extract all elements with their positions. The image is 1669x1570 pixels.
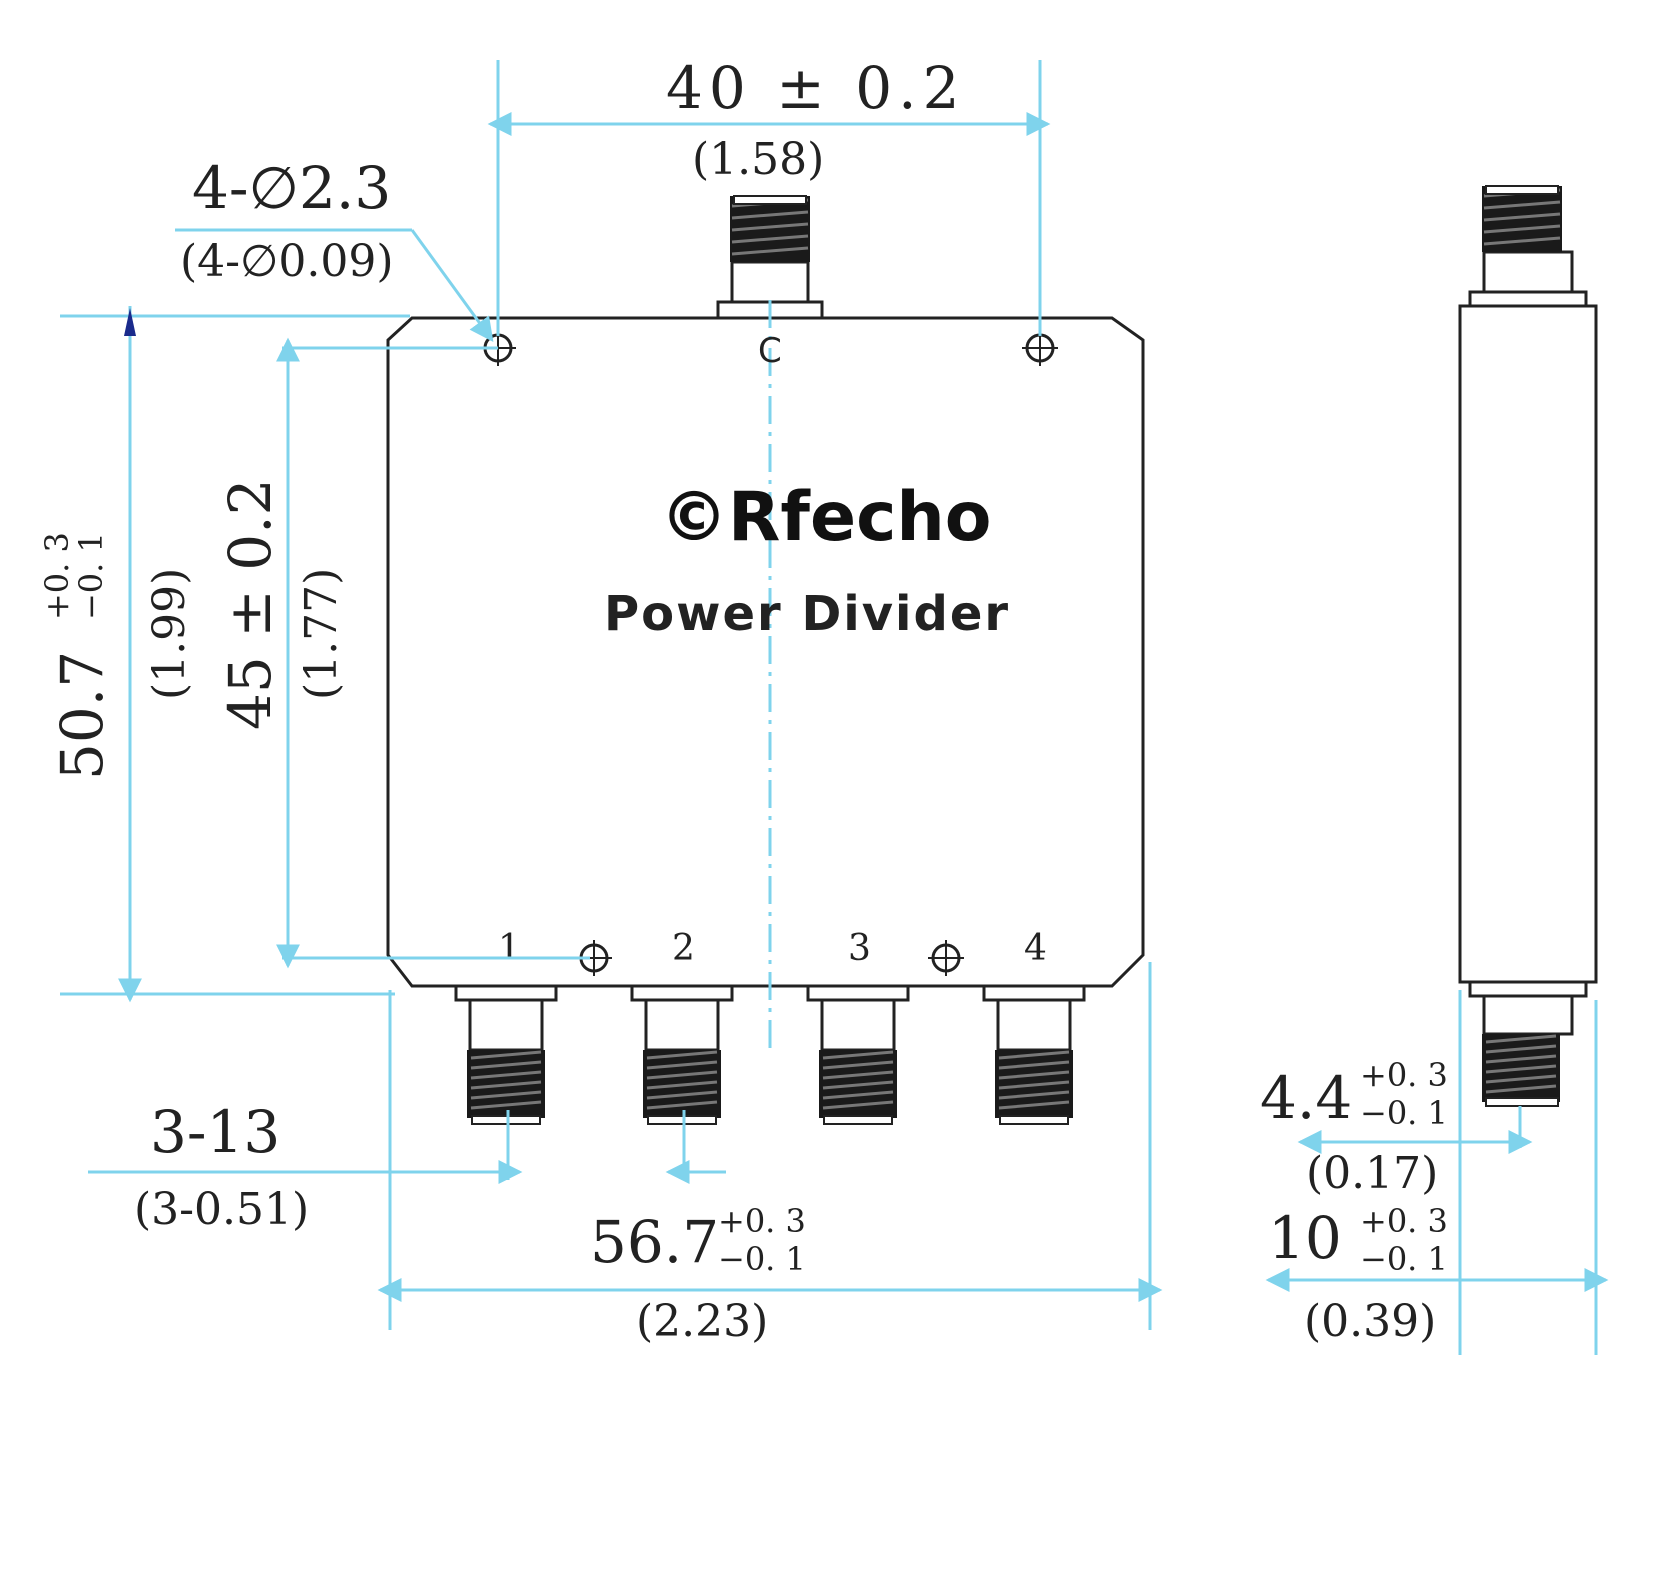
dim-thickness-tol-plus: +0. 3 <box>1360 1202 1448 1240</box>
output-connector-2 <box>630 984 734 1125</box>
dim-thickness-tol-minus: −0. 1 <box>1360 1240 1448 1278</box>
arrow-accent-icon <box>124 308 136 336</box>
output-connector-3 <box>806 984 910 1125</box>
side-view <box>1458 185 1598 1107</box>
dim-hole-spacing-v-inch: (1.77) <box>296 568 347 700</box>
mount-hole-icon <box>928 940 964 976</box>
input-connector <box>716 195 824 320</box>
dimension-lines <box>60 60 1609 1355</box>
dim-overall-width-tol-minus: −0. 1 <box>718 1240 806 1278</box>
dim-hole-spacing-v: 45 ± 0.2 <box>216 478 284 730</box>
output-connector-4 <box>982 984 1086 1125</box>
front-view: C 1 2 3 4 ©Rfecho Power Divider <box>386 195 1145 1125</box>
port-label-common: C <box>758 331 782 371</box>
dim-connector-offset-inch: (0.17) <box>1306 1148 1438 1199</box>
dim-overall-height: 50.7 <box>48 651 116 780</box>
dim-thickness: 10 <box>1268 1204 1342 1272</box>
port-label-3: 3 <box>848 928 871 969</box>
dim-hole-spacing-h: 40 ± 0.2 <box>666 54 966 122</box>
product-title: Power Divider <box>604 586 1010 642</box>
dim-mount-holes: 4-∅2.3 <box>192 154 391 222</box>
dim-hole-spacing-h-inch: (1.58) <box>692 134 824 185</box>
dim-thickness-inch: (0.39) <box>1304 1296 1436 1347</box>
output-connector-1 <box>454 984 558 1125</box>
dim-overall-height-tol-plus: +0. 3 <box>38 532 76 620</box>
brand-logo: ©Rfecho <box>660 478 992 557</box>
dim-overall-height-tol-minus: −0. 1 <box>72 532 110 620</box>
dim-port-pitch-inch: (3-0.51) <box>134 1184 309 1235</box>
port-label-1: 1 <box>498 928 521 969</box>
divider-body-outline <box>386 316 1145 988</box>
dim-connector-offset: 4.4 <box>1260 1064 1352 1132</box>
dim-overall-width-tol-plus: +0. 3 <box>718 1202 806 1240</box>
dim-connector-offset-tol-plus: +0. 3 <box>1360 1056 1448 1094</box>
dim-overall-width: 56.7 <box>590 1208 719 1276</box>
dim-mount-holes-inch: (4-∅0.09) <box>180 236 394 287</box>
dim-connector-offset-tol-minus: −0. 1 <box>1360 1094 1448 1132</box>
dim-overall-width-inch: (2.23) <box>636 1296 768 1347</box>
dimension-labels: 40 ± 0.2 (1.58) 4-∅2.3 (4-∅0.09) 50.7 +0… <box>38 54 1448 1347</box>
dim-port-pitch: 3-13 <box>150 1098 280 1166</box>
port-label-2: 2 <box>672 928 695 969</box>
side-body <box>1458 304 1598 984</box>
port-label-4: 4 <box>1024 928 1047 969</box>
dim-overall-height-inch: (1.99) <box>144 568 195 700</box>
output-connectors <box>454 984 1086 1125</box>
